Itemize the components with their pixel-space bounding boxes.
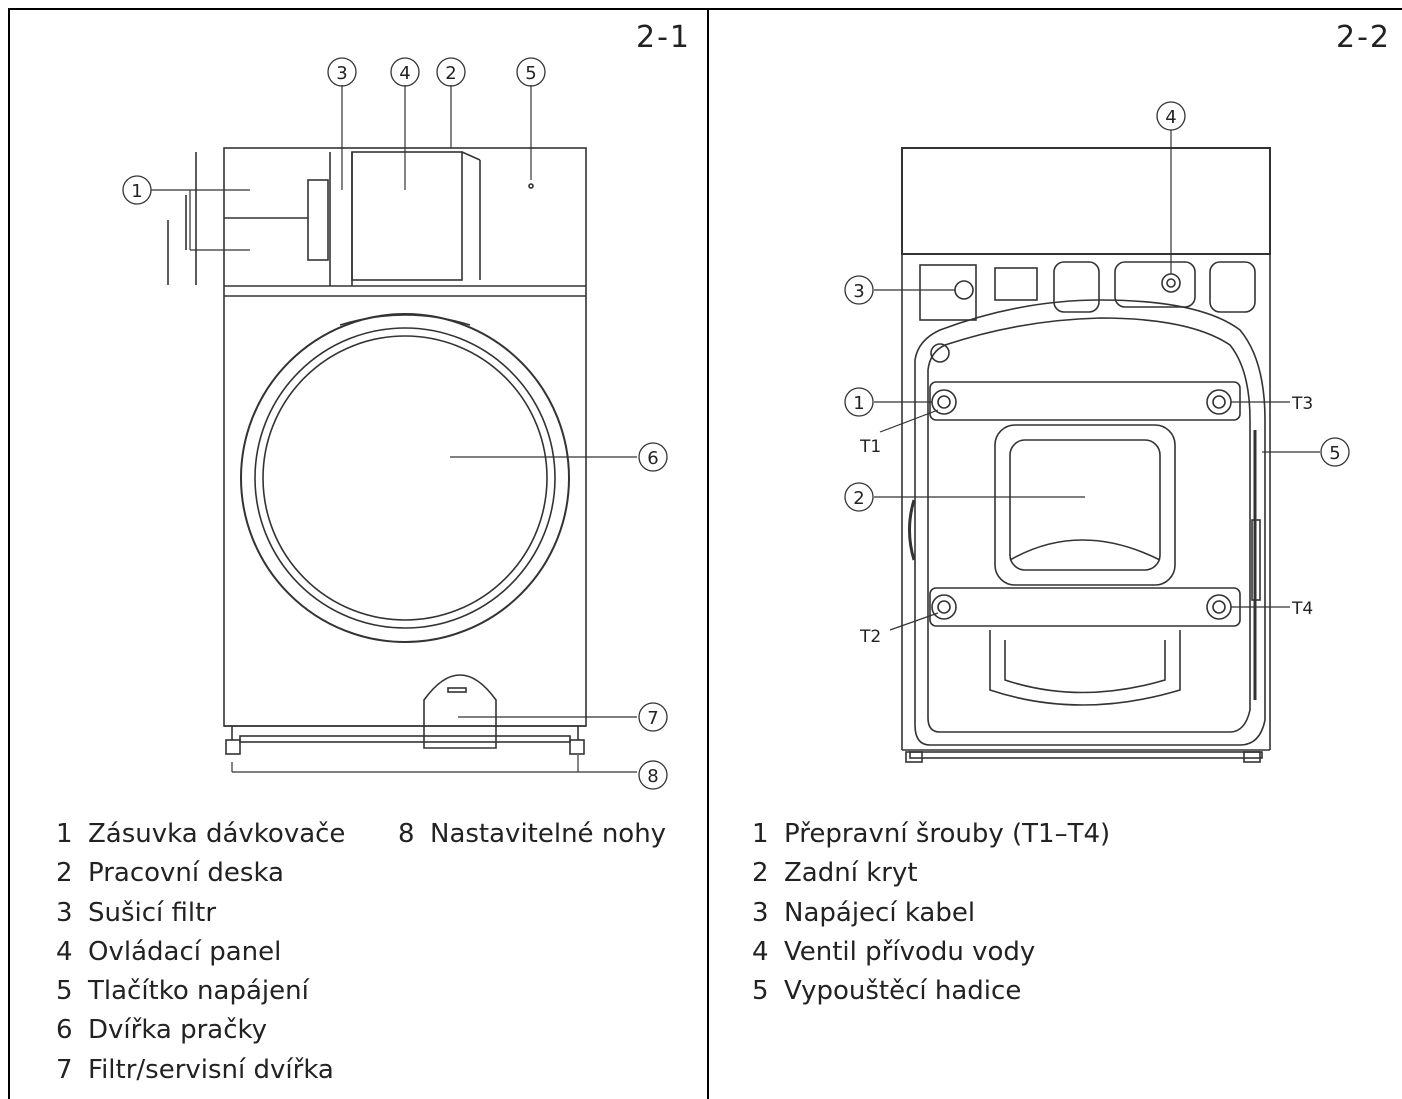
front-callout-8: 8	[647, 766, 658, 787]
front-callout-1: 1	[131, 181, 142, 202]
rear-vent-grille	[994, 267, 1038, 301]
front-callout-2: 2	[445, 63, 456, 84]
filter-service-door	[423, 674, 497, 749]
rear-callout-3: 3	[853, 281, 864, 302]
rear-cover-outline	[914, 299, 1266, 746]
rear-crossbar-top	[929, 381, 1241, 421]
rear-leader-lines	[874, 130, 1320, 631]
rear-callout-2: 2	[853, 488, 864, 509]
page-frame	[8, 8, 1402, 1099]
front-callout-3: 3	[336, 63, 347, 84]
front-panel-tag: 2-1	[636, 20, 691, 55]
transport-bolt-t4	[1206, 594, 1232, 620]
washer-door-outer	[240, 313, 570, 643]
washer-door-inner	[254, 327, 556, 629]
bolt-label-t4: T4	[1291, 599, 1313, 619]
rear-top-panel	[901, 147, 1271, 255]
rear-view-washer	[901, 147, 1271, 763]
rear-vent-left	[919, 264, 977, 321]
water-inlet-valve	[1161, 273, 1181, 293]
bolt-label-t3: T3	[1291, 394, 1313, 414]
dispenser-handle	[307, 179, 329, 261]
panel-divider	[707, 8, 709, 1099]
front-leader-lines	[151, 85, 637, 773]
rear-callouts	[844, 101, 1350, 512]
front-callout-4: 4	[399, 63, 410, 84]
front-callouts	[122, 57, 668, 790]
front-view-washer	[167, 147, 587, 755]
rear-crossbar-bottom	[929, 587, 1241, 627]
bolt-label-t2: T2	[859, 627, 881, 647]
rear-callout-1: 1	[853, 393, 864, 414]
rear-callout-5: 5	[1329, 443, 1340, 464]
power-button	[528, 183, 534, 189]
water-inlet-housing	[1114, 261, 1196, 308]
control-panel-display	[351, 151, 463, 281]
power-cable-entry	[954, 280, 974, 300]
front-cabinet	[223, 147, 587, 727]
front-callout-7: 7	[647, 708, 658, 729]
rear-cover-panel	[994, 424, 1176, 586]
transport-bolt-t3	[1206, 389, 1232, 415]
front-callout-5: 5	[525, 63, 536, 84]
rear-panel-tag: 2-2	[1336, 20, 1391, 55]
bolt-label-t1: T1	[859, 437, 881, 457]
rear-callout-4: 4	[1165, 107, 1176, 128]
transport-bolt-t2	[931, 594, 957, 620]
front-callout-6: 6	[647, 448, 658, 469]
